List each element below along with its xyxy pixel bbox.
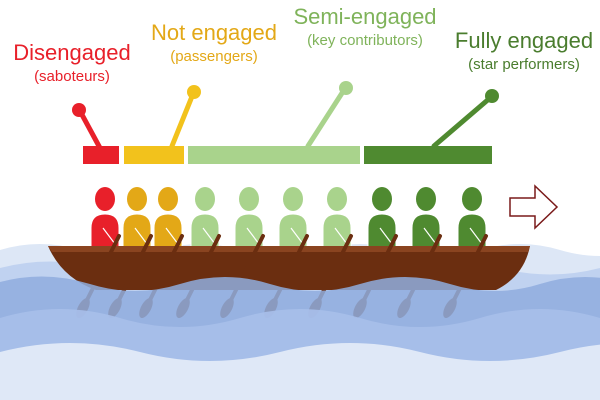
rower-icon: [90, 187, 120, 253]
rower-icon: [457, 187, 487, 253]
rower-arm: [246, 227, 260, 245]
not-engaged-lever-stick: [169, 91, 196, 149]
rower-icon: [153, 187, 183, 253]
disengaged-lever-knob: [72, 103, 86, 117]
disengaged-subtitle: (saboteurs): [34, 68, 110, 85]
rower-icon: [278, 187, 308, 253]
not-engaged-title: Not engaged: [151, 20, 277, 45]
rower-body: [322, 213, 352, 253]
rower-arm: [134, 227, 148, 245]
rower-body: [122, 213, 152, 253]
rower-body: [153, 213, 183, 253]
rower-head: [416, 187, 436, 211]
fully-engaged-lever: [364, 89, 499, 164]
rower-head: [327, 187, 347, 211]
fully-engaged-title: Fully engaged: [454, 28, 594, 53]
label-disengaged: Disengaged (saboteurs): [4, 40, 140, 85]
rower-head: [372, 187, 392, 211]
rower-head: [195, 187, 215, 211]
label-fully-engaged: Fully engaged (star performers): [448, 28, 600, 73]
not-engaged-lever: [124, 85, 201, 164]
rower-icon: [190, 187, 220, 253]
rower-head: [239, 187, 259, 211]
water-foreground-wave: [0, 343, 600, 400]
disengaged-lever: [72, 103, 119, 164]
rower-body: [90, 213, 120, 253]
rower-body: [411, 213, 441, 253]
fully-engaged-bar: [364, 146, 492, 164]
not-engaged-subtitle: (passengers): [170, 48, 258, 65]
rower-head: [127, 187, 147, 211]
semi-engaged-title: Semi-engaged: [293, 4, 437, 29]
rower-body: [278, 213, 308, 253]
rower-arm: [423, 227, 437, 245]
rower-arm: [102, 227, 116, 245]
rower-arm: [469, 227, 483, 245]
rower-arm: [202, 227, 216, 245]
rower-arm: [165, 227, 179, 245]
rower-icon: [322, 187, 352, 253]
semi-engaged-lever-stick: [305, 87, 347, 149]
rower-icon: [122, 187, 152, 253]
rowers-group: [90, 187, 487, 253]
rower-body: [190, 213, 220, 253]
semi-engaged-subtitle: (key contributors): [307, 32, 423, 49]
rower-head: [283, 187, 303, 211]
oar-shaft: [317, 234, 353, 302]
rower-body: [234, 213, 264, 253]
rower-icon: [367, 187, 397, 253]
label-not-engaged: Not engaged (passengers): [144, 20, 284, 65]
oar-shaft: [117, 234, 153, 302]
semi-engaged-bar: [188, 146, 360, 164]
disengaged-bar: [83, 146, 119, 164]
rower-body: [457, 213, 487, 253]
rower-arm: [290, 227, 304, 245]
rower-arm: [379, 227, 393, 245]
rower-arm: [334, 227, 348, 245]
rower-head: [158, 187, 178, 211]
not-engaged-bar: [124, 146, 184, 164]
disengaged-title: Disengaged: [13, 40, 131, 65]
fully-engaged-subtitle: (star performers): [468, 56, 580, 73]
disengaged-lever-stick: [77, 108, 103, 151]
rower-body: [367, 213, 397, 253]
fully-engaged-lever-knob: [485, 89, 499, 103]
not-engaged-lever-knob: [187, 85, 201, 99]
rower-head: [462, 187, 482, 211]
rower-icon: [234, 187, 264, 253]
label-semi-engaged: Semi-engaged (key contributors): [284, 4, 446, 49]
semi-engaged-lever-knob: [339, 81, 353, 95]
rower-head: [95, 187, 115, 211]
fully-engaged-lever-stick: [431, 95, 493, 149]
rower-icon: [411, 187, 441, 253]
arrow-right-icon: [509, 184, 559, 230]
oar-shaft: [148, 234, 184, 302]
canoe-rim: [48, 246, 530, 252]
semi-engaged-lever: [188, 81, 360, 164]
